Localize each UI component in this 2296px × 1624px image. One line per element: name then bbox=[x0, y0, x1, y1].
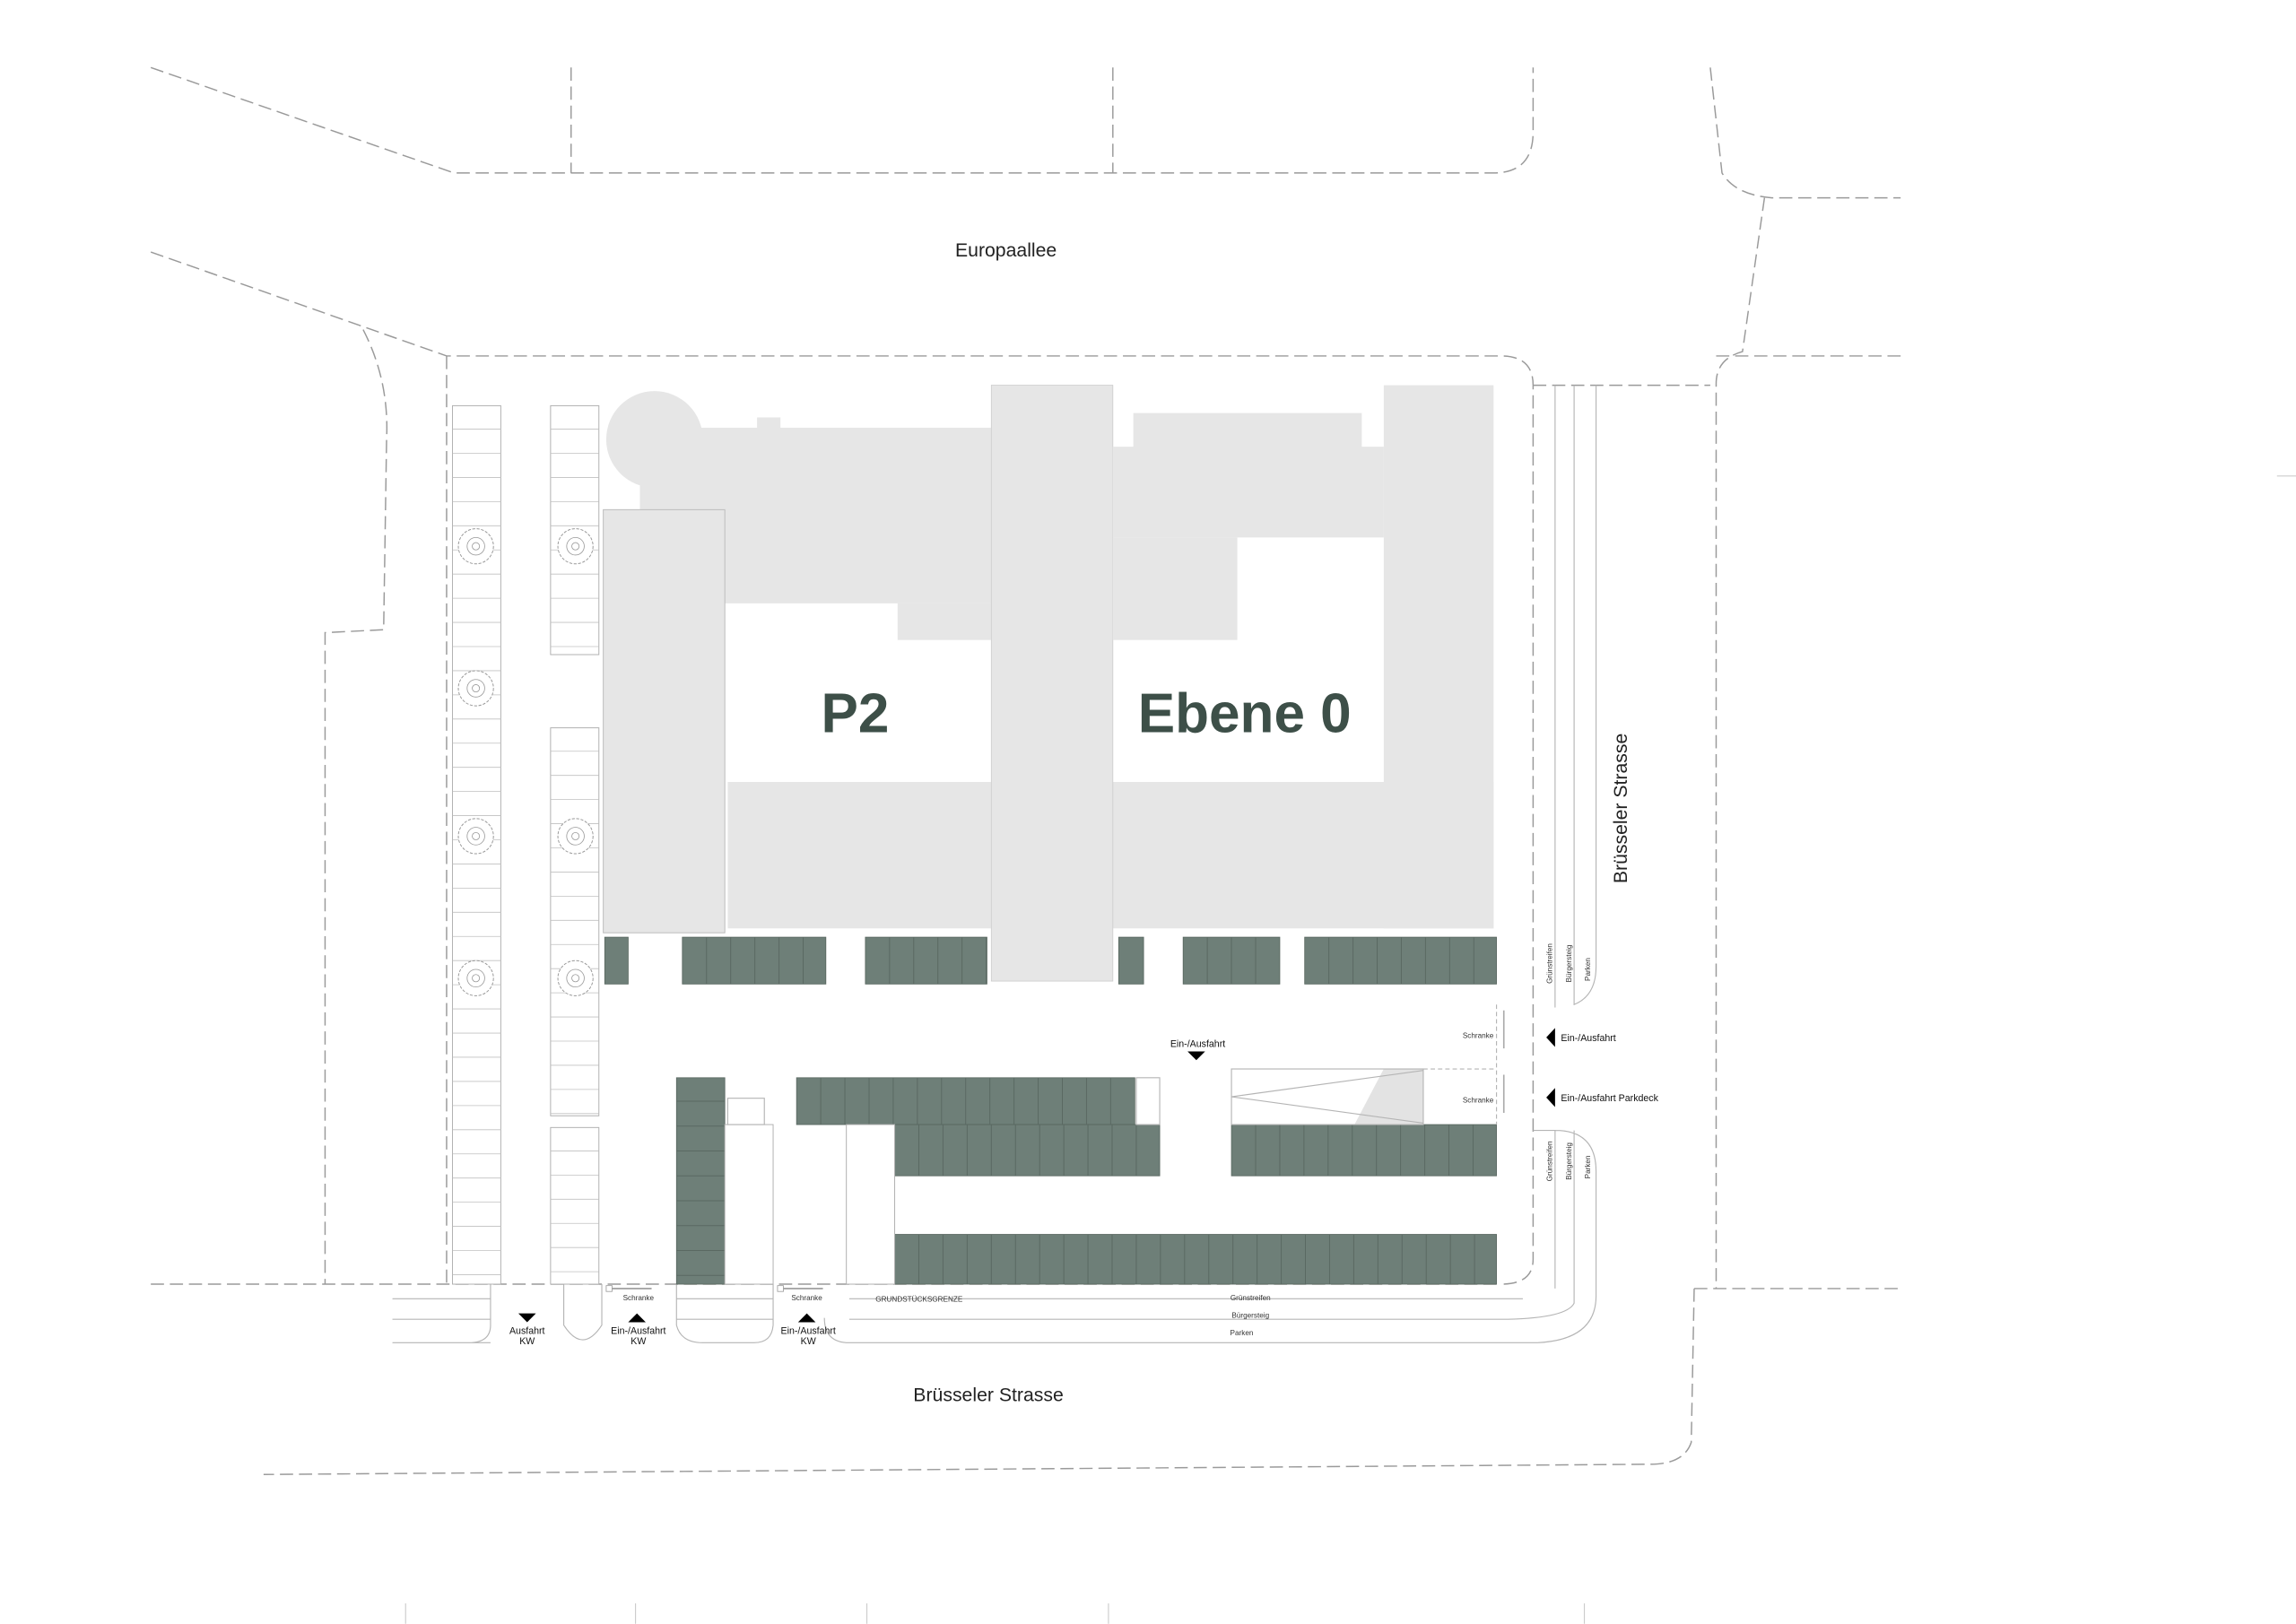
label-entry2: Ein-/Ausfahrt bbox=[781, 1326, 836, 1337]
barrier-label-3: Schranke bbox=[1463, 1032, 1494, 1040]
arrow-down-icon bbox=[517, 1313, 536, 1323]
barrier-label-1: Schranke bbox=[623, 1294, 655, 1302]
street-strips bbox=[392, 385, 1597, 1343]
street-label-europaallee: Europaallee bbox=[955, 240, 1057, 261]
strip-green-south: Grünstreifen bbox=[1231, 1294, 1271, 1302]
barrier-gates bbox=[605, 1285, 823, 1292]
barrier-label-2: Schranke bbox=[791, 1294, 822, 1302]
tree-icon bbox=[557, 818, 594, 855]
strip-parking-south: Parken bbox=[1231, 1329, 1254, 1337]
strip-sidewalk-east1: Bürgersteig bbox=[1565, 944, 1573, 982]
label-exit: Ausfahrt bbox=[509, 1326, 545, 1337]
strip-parking-east1: Parken bbox=[1584, 958, 1592, 981]
building-footprint bbox=[603, 385, 1494, 982]
plan-title-level: Ebene 0 bbox=[1138, 683, 1352, 745]
arrow-left-icon bbox=[1546, 1088, 1555, 1107]
label-east-entry: Ein-/Ausfahrt bbox=[1561, 1033, 1615, 1044]
label-east-parkdeck: Ein-/Ausfahrt Parkdeck bbox=[1561, 1093, 1658, 1104]
label-entry1-kw: KW bbox=[631, 1336, 646, 1347]
plan-title-p2: P2 bbox=[822, 683, 890, 745]
parking-column bbox=[550, 727, 600, 1116]
tree-icon bbox=[457, 670, 494, 707]
label-exit-kw: KW bbox=[519, 1336, 535, 1347]
strip-green-east2: Grünstreifen bbox=[1546, 1141, 1554, 1181]
tree-icon bbox=[457, 818, 494, 855]
parkdeck-ramp bbox=[1231, 1004, 1505, 1125]
strip-parking-east2: Parken bbox=[1584, 1155, 1592, 1178]
arrow-down-icon bbox=[1187, 1051, 1205, 1061]
tree-icon bbox=[457, 960, 494, 996]
tree-icon bbox=[557, 960, 594, 996]
arrow-up-icon bbox=[797, 1313, 816, 1323]
street-label-east: Brüsseler Strasse bbox=[1611, 734, 1631, 883]
parking-column bbox=[550, 1126, 600, 1285]
label-inner-entry: Ein-/Ausfahrt bbox=[1170, 1039, 1225, 1050]
light-bays bbox=[724, 1077, 1161, 1285]
property-line-label: GRUNDSTÜCKSGRENZE bbox=[875, 1295, 963, 1304]
tree-icon bbox=[557, 528, 594, 565]
sheet-ticks bbox=[404, 475, 2296, 1624]
label-entry2-kw: KW bbox=[801, 1336, 816, 1347]
strip-green-east1: Grünstreifen bbox=[1546, 943, 1554, 984]
strip-sidewalk-east2: Bürgersteig bbox=[1565, 1142, 1573, 1180]
strip-sidewalk-south: Bürgersteig bbox=[1231, 1312, 1269, 1320]
tree-icon bbox=[457, 528, 494, 565]
street-label-south: Brüsseler Strasse bbox=[913, 1385, 1063, 1406]
arrow-left-icon bbox=[1546, 1028, 1555, 1047]
parking-stall-dividers bbox=[676, 937, 1475, 1285]
label-entry1: Ein-/Ausfahrt bbox=[611, 1326, 665, 1337]
trees bbox=[457, 528, 594, 996]
direction-arrows bbox=[517, 1028, 1555, 1323]
barrier-label-4: Schranke bbox=[1463, 1097, 1494, 1105]
arrow-up-icon bbox=[628, 1313, 646, 1323]
